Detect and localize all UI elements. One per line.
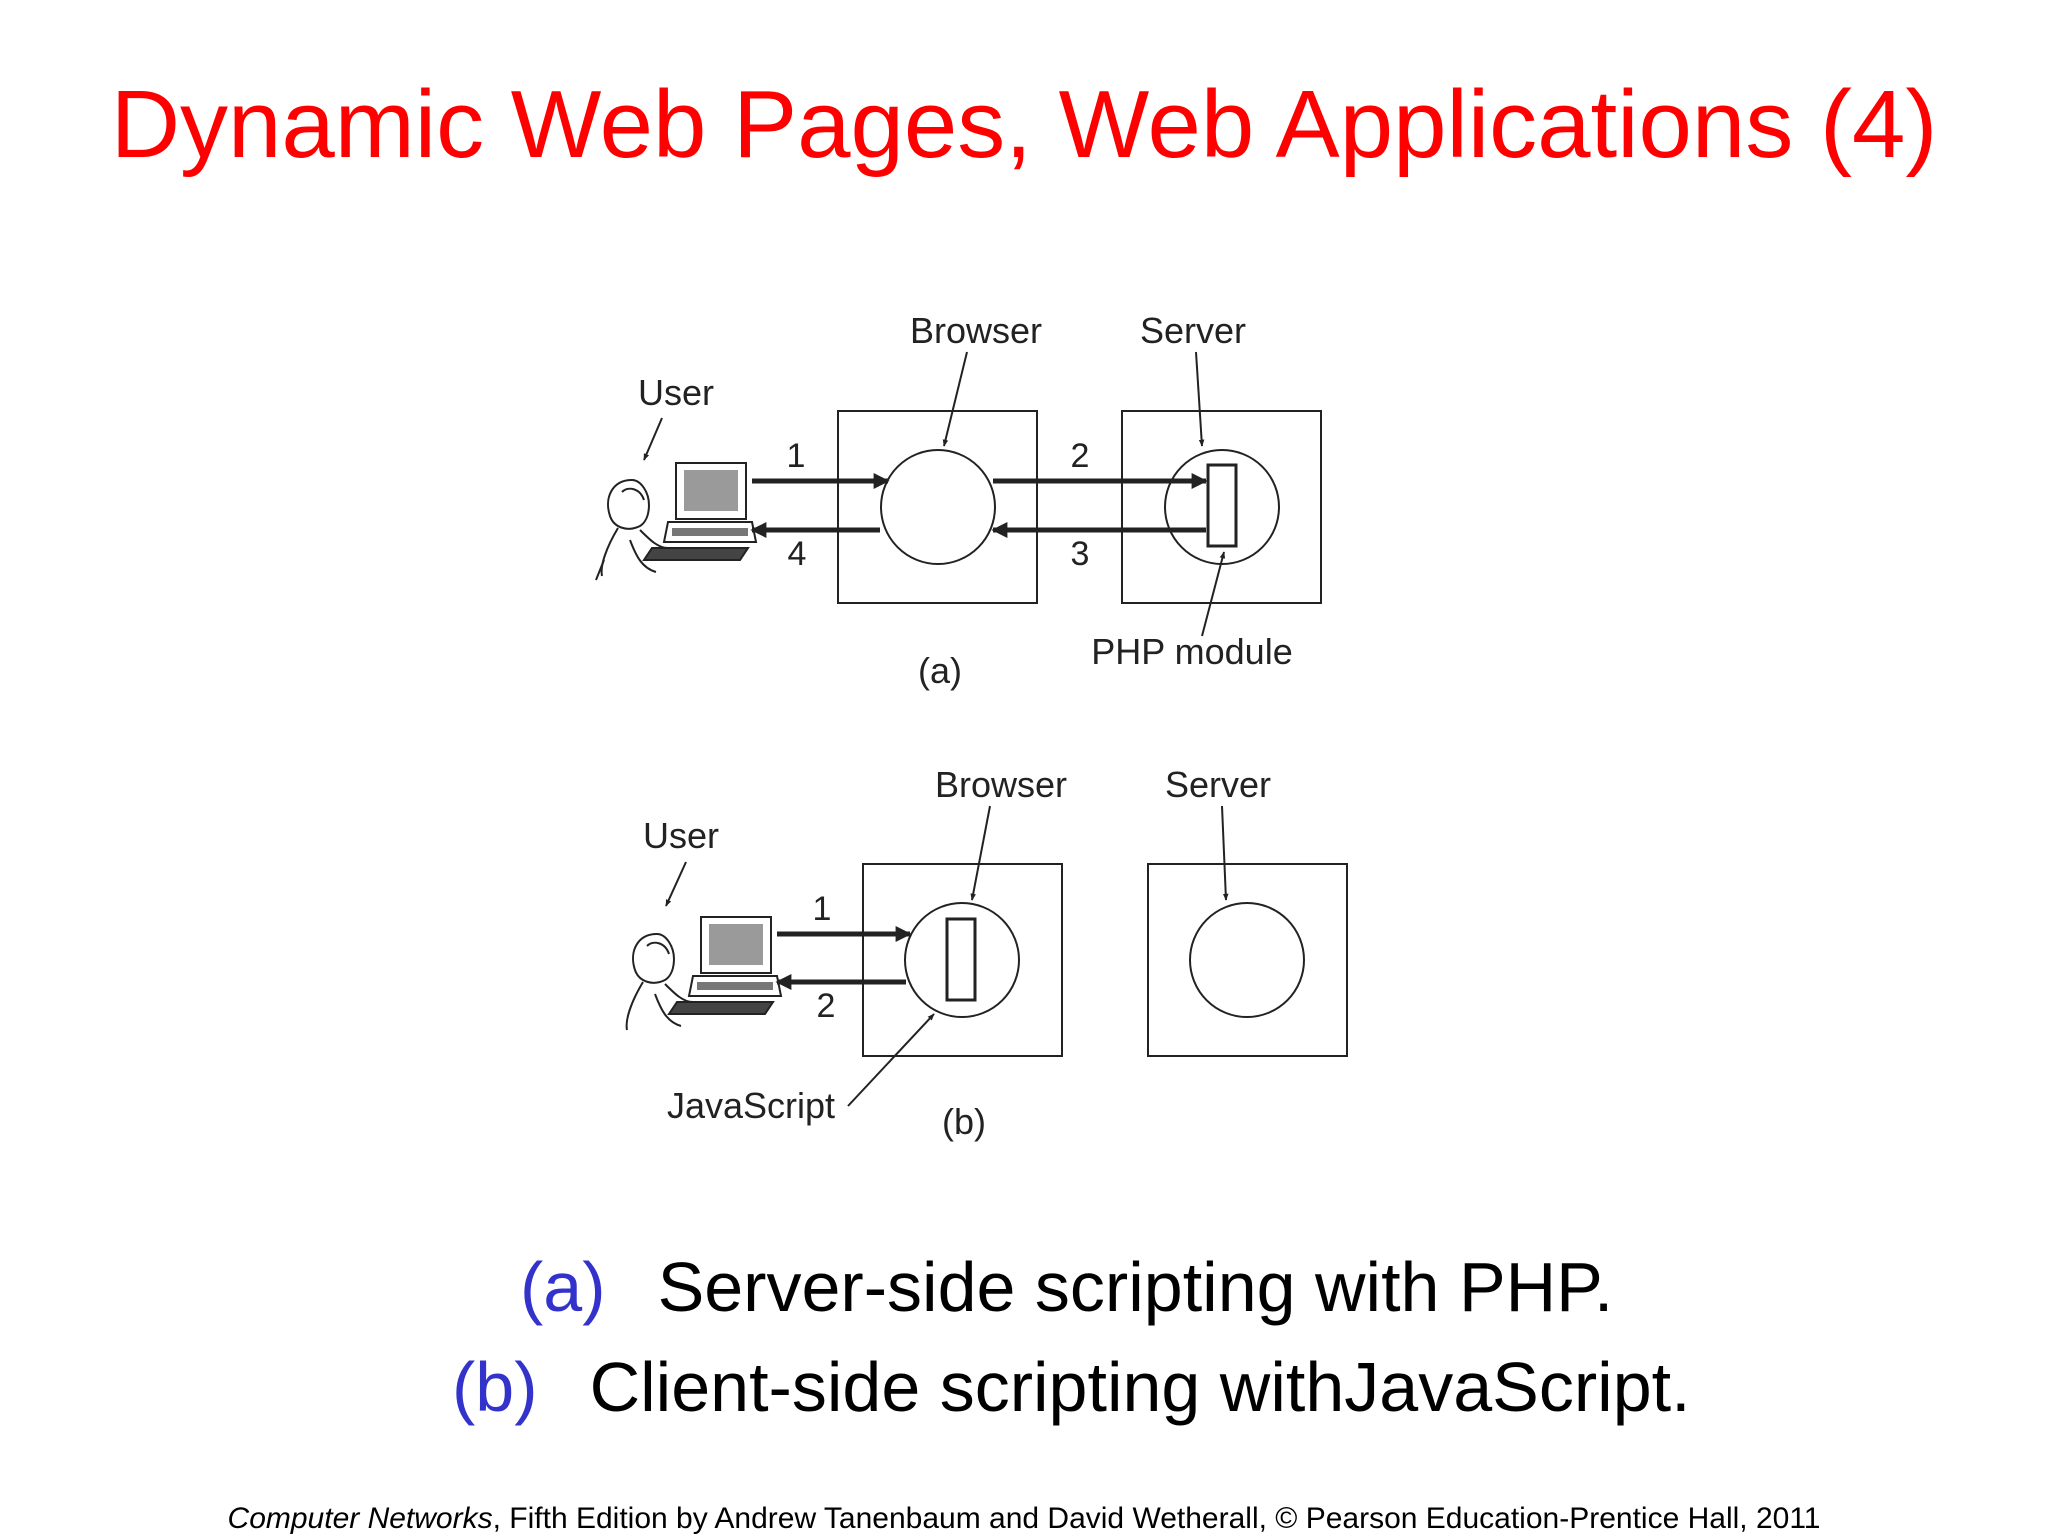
browser-box: [862, 863, 1063, 1057]
figure-a-tag: (a): [918, 650, 962, 691]
javascript-label: JavaScript: [667, 1085, 835, 1126]
server-label: Server: [1140, 310, 1246, 351]
browser-circle: [904, 902, 1020, 1018]
diagram-a: User Browser Server PHP module (a) 1 4: [595, 310, 1322, 691]
caption-a: (a) Server-side scripting with PHP.: [520, 1247, 1613, 1327]
server-pointer-arrow: [1195, 351, 1205, 447]
user-label: User: [638, 372, 714, 413]
php-module-pointer-arrow: [1201, 551, 1226, 637]
browser-pointer-arrow: [970, 805, 991, 901]
step-label-1: 1: [787, 437, 806, 475]
footer-book-title: Computer Networks: [227, 1502, 493, 1535]
browser-label: Browser: [935, 764, 1067, 805]
step-label-4: 4: [788, 535, 807, 573]
footer-citation: Computer Networks, Fifth Edition by Andr…: [0, 1502, 2048, 1536]
diagram-b: User Browser Server JavaScript (b) 1 2: [625, 764, 1348, 1142]
server-box: [1121, 410, 1322, 604]
caption-b-tag: (b): [452, 1348, 538, 1426]
server-box: [1147, 863, 1348, 1057]
server-circle: [1189, 902, 1305, 1018]
browser-label: Browser: [910, 310, 1042, 351]
javascript-block: [945, 917, 977, 1002]
php-module-block: [1206, 463, 1238, 548]
user-pointer-arrow: [643, 417, 663, 461]
server-label: Server: [1165, 764, 1271, 805]
browser-pointer-arrow: [942, 351, 968, 447]
step-label-2: 2: [817, 987, 836, 1025]
user-computer-icon: [625, 916, 783, 1031]
figure-b-tag: (b): [942, 1101, 986, 1142]
user-label: User: [643, 815, 719, 856]
step-label-2: 2: [1071, 437, 1090, 475]
caption-a-tag: (a): [520, 1248, 606, 1326]
user-pointer-arrow: [665, 861, 687, 907]
user-computer-icon: [595, 462, 758, 581]
php-module-label: PHP module: [1091, 631, 1292, 672]
browser-circle: [880, 449, 996, 565]
slide-title: Dynamic Web Pages, Web Applications (4): [110, 71, 1938, 178]
server-pointer-arrow: [1221, 805, 1229, 901]
step-label-1: 1: [813, 890, 832, 928]
caption-a-text: Server-side scripting with PHP.: [657, 1248, 1614, 1326]
javascript-pointer-arrow: [847, 1013, 935, 1107]
server-circle: [1164, 449, 1280, 565]
footer-citation-rest: , Fifth Edition by Andrew Tanenbaum and …: [492, 1502, 1821, 1535]
step-label-3: 3: [1071, 535, 1090, 573]
caption-b: (b) Client-side scripting withJavaScript.: [452, 1347, 1691, 1427]
browser-box: [837, 410, 1038, 604]
caption-b-text: Client-side scripting withJavaScript.: [589, 1348, 1691, 1426]
